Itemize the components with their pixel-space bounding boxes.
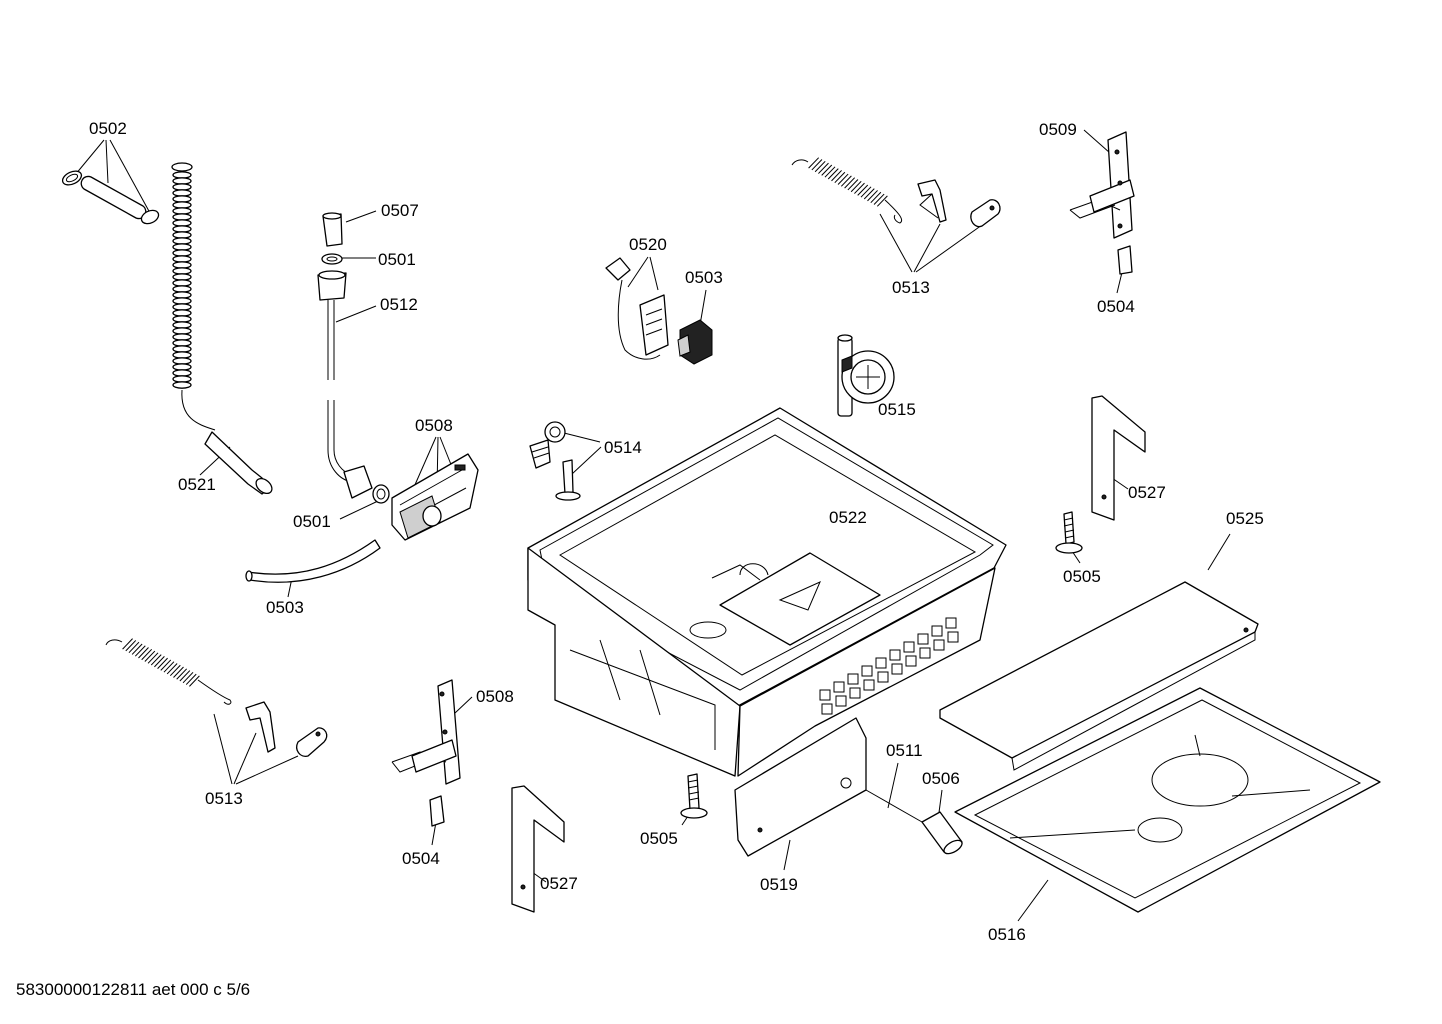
part-0503-drain-hose [245, 539, 381, 583]
callout-0504: 0504 [1097, 297, 1135, 316]
callout-0525: 0525 [1226, 509, 1264, 528]
callout-0513: 0513 [205, 789, 243, 808]
callout-0512: 0512 [380, 295, 418, 314]
part-0516-base-tray [954, 687, 1381, 913]
document-footer-code: 58300000122811 aet 000 c 5/6 [16, 980, 251, 999]
callout-0505: 0505 [640, 829, 678, 848]
part-0508-bracket-lower [391, 679, 461, 827]
part-0512-fill-tube [317, 212, 390, 504]
callout-0508: 0508 [415, 416, 453, 435]
callout-labels: 0502 0507 0501 0512 0508 0521 0501 0503 … [89, 119, 1264, 944]
callout-0527: 0527 [540, 874, 578, 893]
part-0505-screw-lower [680, 773, 708, 819]
callout-0519: 0519 [760, 875, 798, 894]
callout-0513: 0513 [892, 278, 930, 297]
part-0511-0506-sensor [865, 789, 963, 855]
part-0525-panel [939, 581, 1259, 771]
callout-0501: 0501 [378, 250, 416, 269]
part-0514-fittings [529, 421, 581, 501]
callout-0511: 0511 [886, 741, 923, 760]
callout-0506: 0506 [922, 769, 960, 788]
callout-0514: 0514 [604, 438, 642, 457]
part-0509-bracket [1069, 131, 1135, 275]
callout-0501: 0501 [293, 512, 331, 531]
callout-0503: 0503 [685, 268, 723, 287]
part-0513-spring-set-top [791, 157, 1001, 228]
part-0527-l-bracket-right [1091, 395, 1146, 521]
part-0502-clamps-tube [61, 170, 160, 225]
part-0503-plug [677, 319, 713, 365]
callout-0521: 0521 [178, 475, 216, 494]
callout-0527: 0527 [1128, 483, 1166, 502]
callout-0520: 0520 [629, 235, 667, 254]
part-0508-valve-assembly [391, 453, 479, 541]
part-0513-spring-set-lower [105, 638, 328, 757]
callout-0508: 0508 [476, 687, 514, 706]
callout-0503: 0503 [266, 598, 304, 617]
callout-0505: 0505 [1063, 567, 1101, 586]
part-0527-l-bracket-lower [511, 785, 565, 913]
callout-0504: 0504 [402, 849, 440, 868]
callout-0516: 0516 [988, 925, 1026, 944]
part-0515-pump [837, 334, 895, 417]
part-0521-corrugated-hose [171, 162, 273, 495]
callout-0515: 0515 [878, 400, 916, 419]
callout-0522: 0522 [829, 508, 867, 527]
callout-0507: 0507 [381, 201, 419, 220]
part-0520-connector-cable [605, 257, 669, 360]
callout-0509: 0509 [1039, 120, 1077, 139]
part-0505-screw-right [1055, 511, 1083, 554]
part-main-frame [527, 407, 1007, 777]
callout-0502: 0502 [89, 119, 127, 138]
